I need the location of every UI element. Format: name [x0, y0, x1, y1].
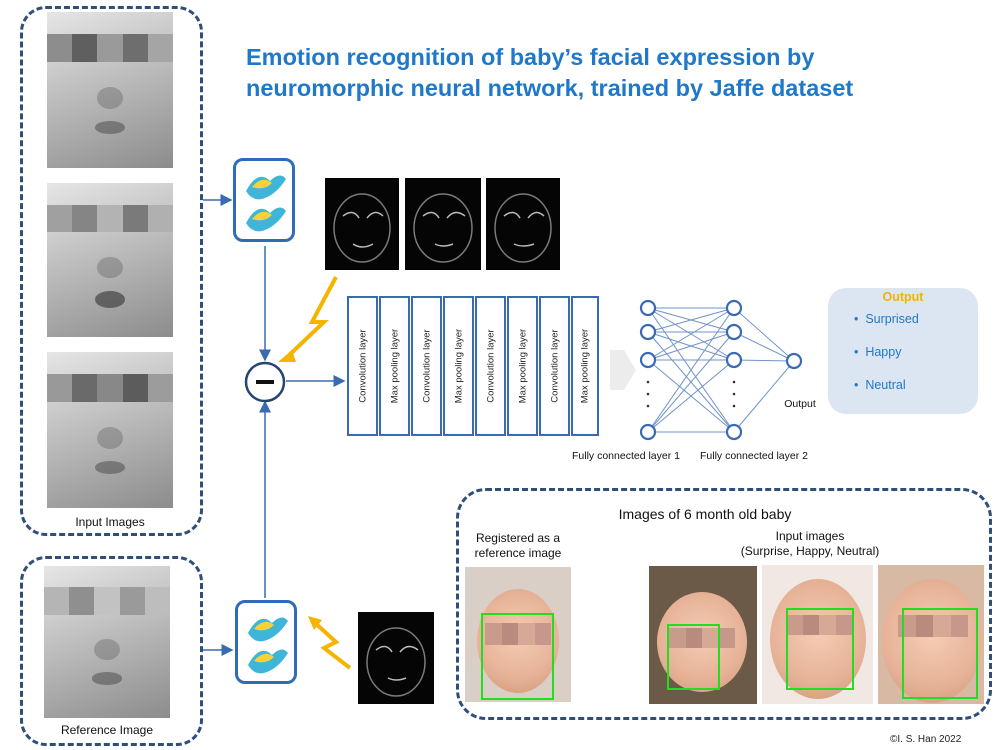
fc2-node: [725, 423, 743, 441]
layer-pool-1: Max pooling layer: [379, 296, 410, 436]
layer-conv-2: Convolution layer: [411, 296, 442, 436]
fc2-node: [725, 299, 743, 317]
input-images-group: [20, 6, 203, 536]
fc1-label: Fully connected layer 1: [572, 450, 680, 462]
baby-images-title: Images of 6 month old baby: [618, 506, 792, 522]
page-title: Emotion recognition of baby’s facial exp…: [246, 44, 854, 101]
gabor-filter-top: [233, 158, 295, 242]
baby-photo-neutral: [878, 565, 984, 704]
layer-pool-2: Max pooling layer: [443, 296, 474, 436]
input-image-1: [47, 12, 173, 168]
input-image-3: [47, 352, 173, 508]
layer-conv-3: Convolution layer: [475, 296, 506, 436]
lightning-icon-top: [278, 276, 338, 362]
baby-photo-reference: [465, 567, 571, 702]
edge-image-2: [405, 178, 481, 270]
fc2-node: [725, 351, 743, 369]
baby-images-group: [456, 488, 992, 720]
edge-image-reference: [358, 612, 434, 704]
baby-photo-happy: [762, 565, 873, 704]
layer-pool-4: Max pooling layer: [571, 296, 599, 436]
registered-label: Registered as a reference image: [474, 531, 562, 560]
edge-image-3: [486, 178, 560, 270]
gabor-filter-bottom: [235, 600, 297, 684]
layer-pool-3: Max pooling layer: [507, 296, 538, 436]
reference-image-group: [20, 556, 203, 746]
fc1-node: [639, 299, 657, 317]
fc2-node: [725, 323, 743, 341]
copyright: ©I. S. Han 2022: [890, 734, 962, 745]
output-item: • Neutral: [854, 378, 906, 392]
gabor-filter-icon: [246, 175, 286, 232]
output-box: Output • Surprised • Happy • Neutral: [828, 288, 978, 414]
input-images-title: Input images (Surprise, Happy, Neutral): [740, 529, 880, 558]
output-item: • Happy: [854, 345, 902, 359]
output-item: • Surprised: [854, 312, 919, 326]
reference-image: [44, 566, 170, 718]
input-image-2: [47, 183, 173, 337]
output-node-label: Output: [784, 398, 816, 410]
fc1-node: [639, 351, 657, 369]
fc1-node: [639, 323, 657, 341]
edge-image-1: [325, 178, 399, 270]
reference-image-label: Reference Image: [60, 723, 154, 737]
layer-conv-1: Convolution layer: [347, 296, 378, 436]
lightning-icon-bottom: [308, 616, 352, 670]
subtract-node: [244, 361, 286, 403]
fully-connected-network: [639, 299, 803, 441]
output-header: Output: [882, 290, 924, 304]
gabor-filter-icon: [248, 617, 288, 674]
input-images-label: Input Images: [75, 515, 145, 529]
fc1-node: [639, 423, 657, 441]
fc2-label: Fully connected layer 2: [700, 450, 808, 462]
layer-conv-4: Convolution layer: [539, 296, 570, 436]
output-node: [785, 352, 803, 370]
baby-photo-surprise: [649, 566, 757, 704]
